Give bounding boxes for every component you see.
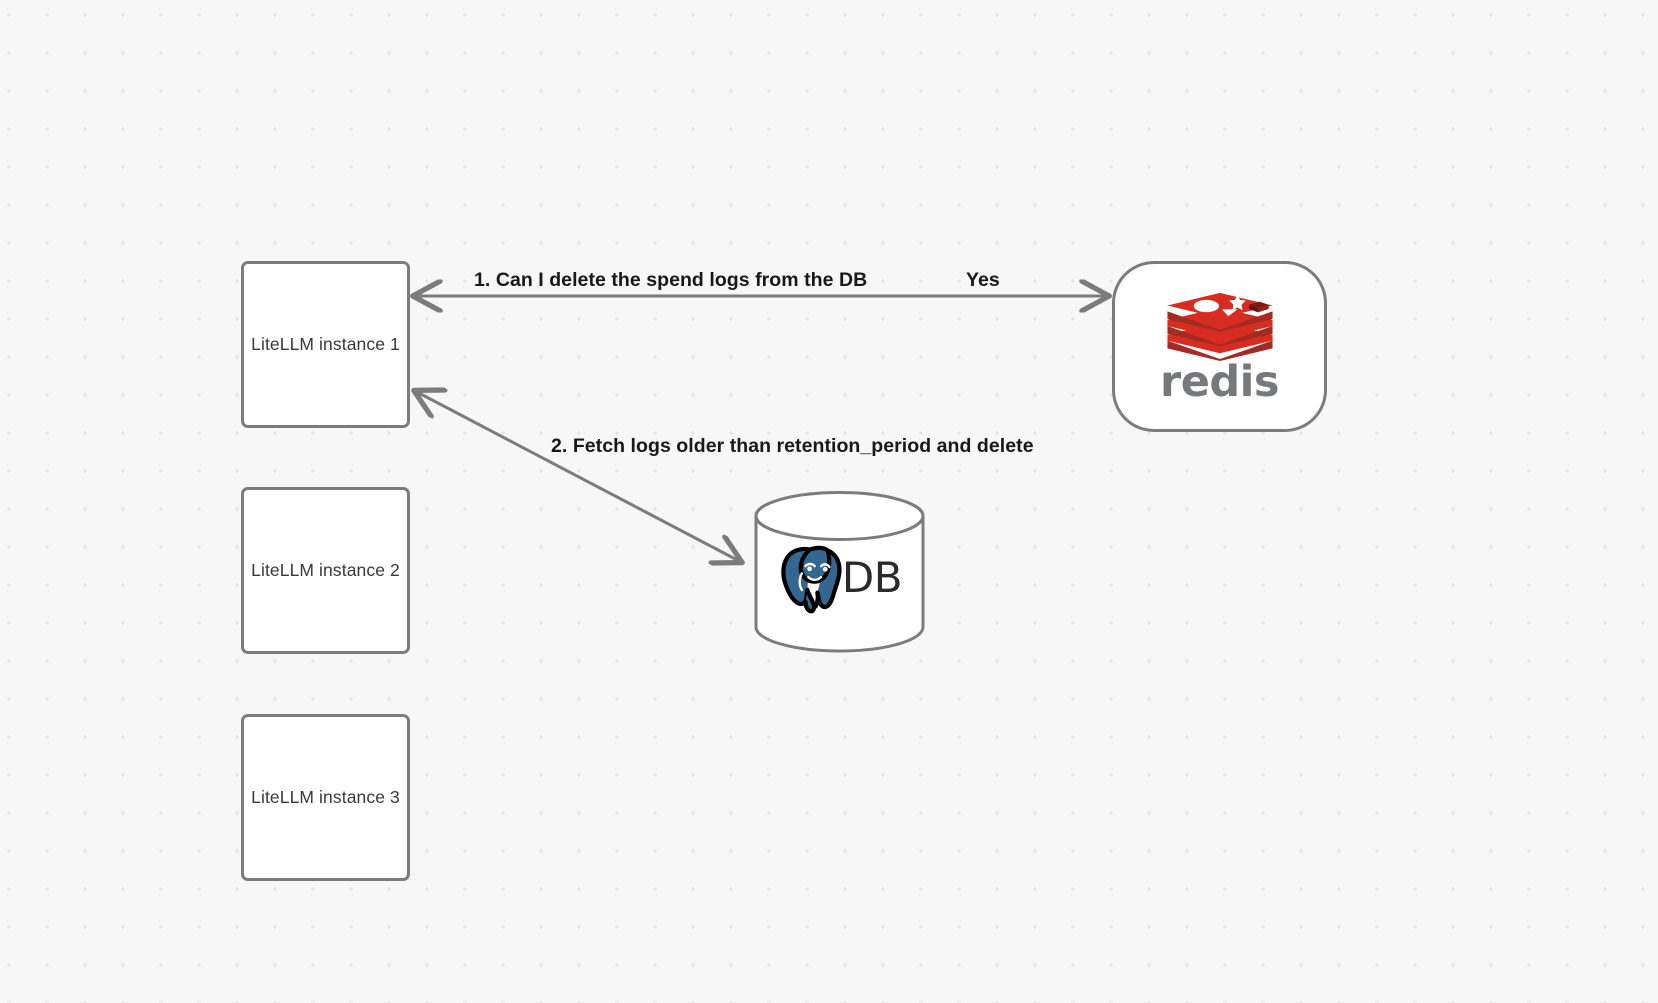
node-litellm-instance-3[interactable]: LiteLLM instance 3 [241,714,410,881]
database-label: DB [841,553,903,602]
node-litellm-instance-2[interactable]: LiteLLM instance 2 [241,487,410,654]
node-litellm-instance-3-label: LiteLLM instance 3 [251,787,400,807]
node-redis[interactable]: redis [1112,261,1327,432]
node-litellm-instance-1[interactable]: LiteLLM instance 1 [241,261,410,428]
redis-logo-icon [1166,292,1273,361]
node-litellm-instance-2-label: LiteLLM instance 2 [251,560,400,580]
redis-wordmark: redis [1160,357,1279,407]
edge-label-step-2: 2. Fetch logs older than retention_perio… [551,435,1034,457]
node-litellm-instance-1-label: LiteLLM instance 1 [251,334,400,354]
edge-label-step-1: 1. Can I delete the spend logs from the … [474,269,868,291]
node-database[interactable]: DB [753,490,926,653]
postgresql-elephant-icon [781,545,842,614]
edge-litellm1-db [415,391,741,562]
edge-label-yes: Yes [966,269,1000,291]
